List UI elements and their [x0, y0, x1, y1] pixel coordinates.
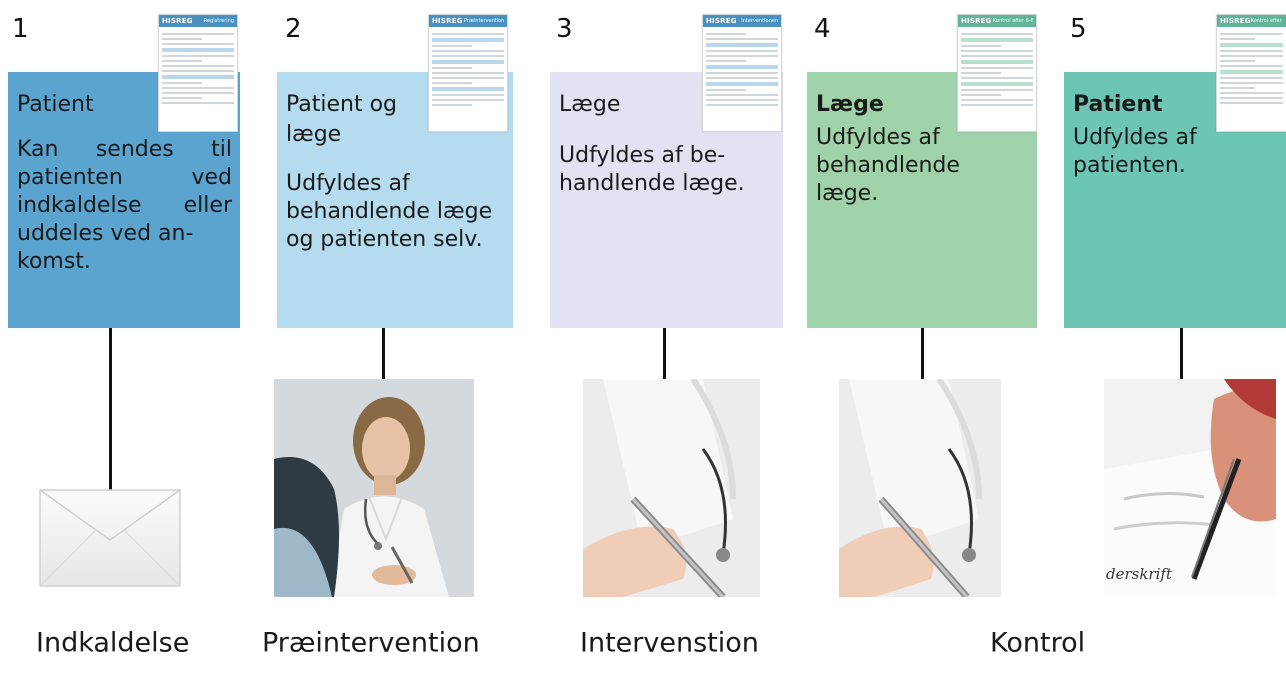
form-thumbnail-interventionen: HISREG Interventionen [702, 14, 782, 132]
card-role: Læge [816, 92, 884, 117]
card-role: Patient [17, 92, 94, 117]
form-brand: HISREG [432, 17, 463, 25]
doctor-photo [274, 379, 474, 597]
step-number-5: 5 [1070, 14, 1087, 44]
card-description: Udfyldes af behandlende læge. [816, 125, 960, 206]
step-card-kontrol-patient: Patient Udfyldes af patienten. [1064, 72, 1286, 328]
form-brand: HISREG [706, 17, 737, 25]
phase-label-intervenstion: Intervenstion [580, 627, 759, 659]
form-title: Registrering [203, 18, 234, 24]
form-brand: HISREG [961, 17, 992, 25]
card-role: Læge [559, 92, 621, 117]
connector-line-3 [663, 328, 666, 379]
envelope-icon [38, 488, 182, 588]
form-title: Præinterventionen [464, 18, 504, 24]
step-number-1: 1 [12, 14, 29, 44]
connector-line-1 [109, 328, 112, 490]
phase-label-indkaldelse: Indkaldelse [36, 627, 190, 659]
connector-line-5 [1180, 328, 1183, 379]
card-role: Patient [1073, 92, 1163, 117]
form-title: Kontrol efter 6-8 mnd [993, 18, 1033, 24]
form-title: Interventionen [741, 18, 778, 24]
card-role: Patient og læge [286, 92, 398, 147]
card-description: Udfyldes af be- handlende læge. [559, 143, 745, 196]
signature-photo: derskrift [1104, 379, 1276, 597]
step-number-4: 4 [814, 14, 831, 44]
phase-label-praeintervention: Præintervention [262, 627, 480, 659]
signature-label: derskrift [1106, 565, 1173, 583]
phase-label-kontrol: Kontrol [990, 627, 1086, 659]
connector-line-2 [382, 328, 385, 379]
form-brand: HISREG [1220, 17, 1251, 25]
hand-writing-photo [583, 379, 760, 597]
form-thumbnail-praeintervention: HISREGPræinterventionen [428, 14, 508, 132]
hand-writing-photo [839, 379, 1001, 597]
card-description: Udfyldes af behandlende læge og patiente… [286, 171, 493, 252]
card-description: Kan sendes til patienten ved indkaldelse… [17, 137, 232, 274]
form-brand: HISREG [162, 17, 193, 25]
form-thumbnail-registrering: HISREG Registrering [158, 14, 238, 132]
step-number-3: 3 [556, 14, 573, 44]
form-title: Kontrol efter 6-8 [1250, 18, 1283, 24]
connector-line-4 [921, 328, 924, 379]
card-description: Udfyldes af patienten. [1073, 125, 1197, 178]
step-number-2: 2 [285, 14, 302, 44]
